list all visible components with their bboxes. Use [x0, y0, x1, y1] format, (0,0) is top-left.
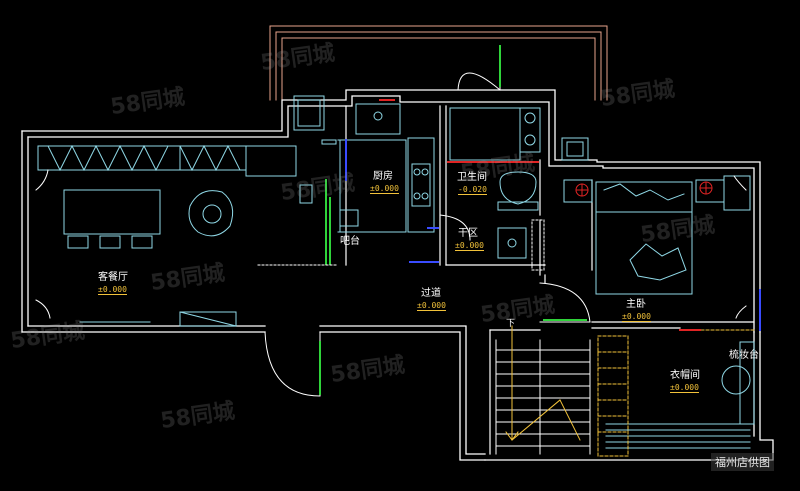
bedroom-furniture — [563, 175, 755, 449]
elevation-walk-in-closet: ±0.000 — [670, 383, 699, 393]
socket-symbols — [575, 181, 713, 197]
elevation-kitchen: ±0.000 — [370, 184, 399, 194]
kitchen-fixtures — [293, 95, 435, 233]
room-label-vanity: 梳妆台 — [729, 350, 759, 361]
room-label-kitchen: 厨房 — [373, 171, 393, 182]
stairs — [495, 339, 591, 455]
stair-arrow — [505, 325, 581, 441]
elevation-master-bedroom: ±0.000 — [622, 312, 651, 322]
room-label-living: 客餐厅 — [98, 272, 128, 283]
green-accents — [319, 45, 587, 395]
elevation-hallway: ±0.000 — [417, 301, 446, 311]
windows — [345, 139, 761, 331]
balcony-outline — [269, 25, 608, 101]
bathroom-fixtures — [449, 107, 589, 259]
room-label-dry-zone: 干区 — [458, 228, 478, 239]
elevation-living: ±0.000 — [98, 285, 127, 295]
elevation-bathroom: -0.020 — [458, 185, 487, 195]
elevation-dry-zone: ±0.000 — [455, 241, 484, 251]
room-label-master-bedroom: 主卧 — [626, 299, 646, 310]
red-accents — [379, 99, 701, 331]
dry-zone-cabinet — [257, 219, 545, 271]
interior-walls — [345, 105, 755, 455]
doors — [264, 45, 591, 397]
stair-down-label: 下 — [506, 319, 516, 329]
living-furniture — [37, 144, 297, 327]
room-label-hallway: 过道 — [421, 288, 441, 299]
room-label-bar: 吧台 — [340, 236, 360, 247]
room-label-walk-in-closet: 衣帽间 — [670, 370, 700, 381]
room-label-bathroom: 卫生间 — [457, 172, 487, 183]
outer-walls — [21, 89, 774, 461]
image-credit: 福州店供图 — [711, 453, 774, 471]
corner-marks — [35, 169, 747, 319]
